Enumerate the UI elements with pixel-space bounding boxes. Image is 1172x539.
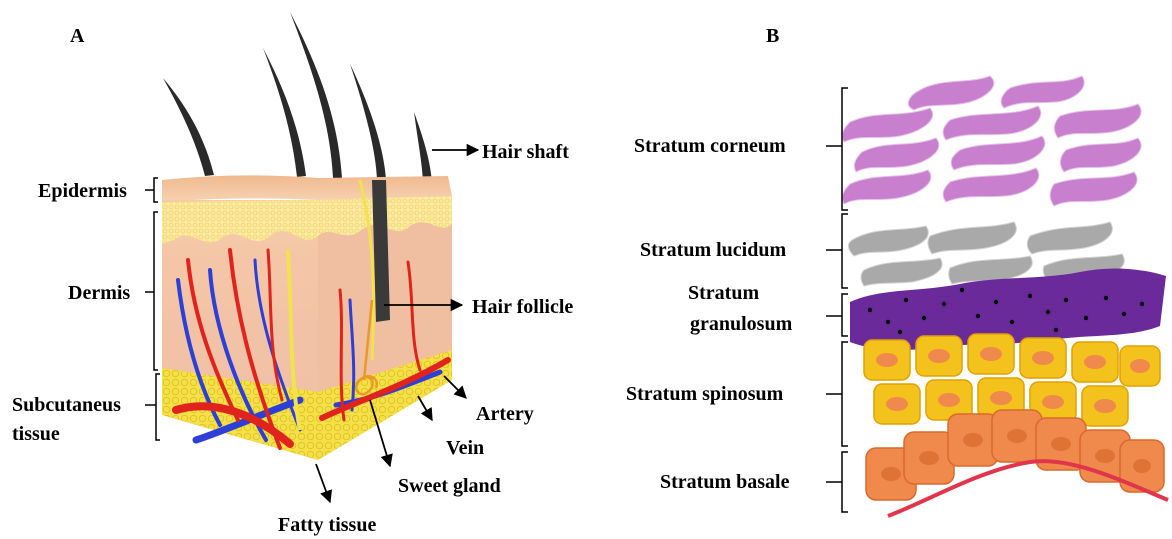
- label-stratum-spinosum: Stratum spinosum: [626, 383, 784, 405]
- label-stratum-granulosum-2: granulosum: [690, 313, 793, 335]
- label-epidermis: Epidermis: [38, 180, 127, 202]
- skin-brackets: [145, 178, 160, 440]
- skin-block: [162, 12, 452, 460]
- stratum-corneum-cells: [842, 76, 1141, 206]
- label-hair-shaft: Hair shaft: [482, 141, 569, 163]
- label-vein: Vein: [446, 437, 484, 459]
- label-subcutaneous-2: tissue: [12, 423, 60, 445]
- hair-shafts: [163, 12, 432, 182]
- label-subcutaneous-1: Subcutaneus: [12, 394, 121, 416]
- label-stratum-basale: Stratum basale: [660, 471, 790, 493]
- label-artery: Artery: [476, 403, 534, 425]
- strata-brackets: [826, 88, 848, 512]
- panel-a-label: A: [70, 25, 85, 47]
- label-stratum-corneum: Stratum corneum: [634, 135, 786, 157]
- label-sweat-gland: Sweet gland: [398, 475, 501, 497]
- label-fatty-tissue: Fatty tissue: [278, 514, 376, 536]
- label-stratum-lucidum: Stratum lucidum: [640, 239, 786, 261]
- label-hair-follicle: Hair follicle: [472, 296, 573, 318]
- label-stratum-granulosum-1: Stratum: [688, 282, 759, 304]
- panel-b-label: B: [766, 25, 779, 47]
- label-dermis: Dermis: [68, 282, 130, 304]
